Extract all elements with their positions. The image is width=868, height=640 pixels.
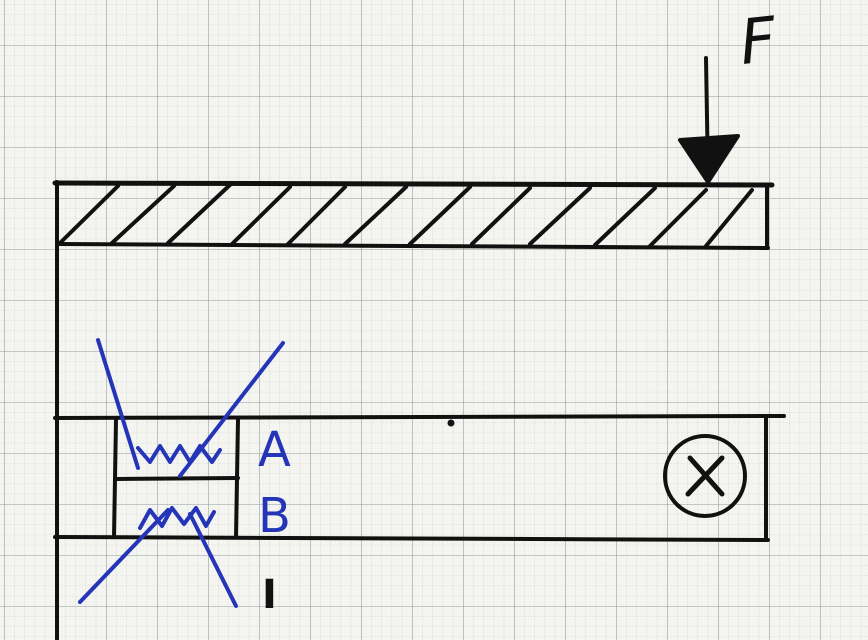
lower-rail bbox=[53, 414, 786, 542]
circle-x-symbol bbox=[663, 434, 747, 518]
ab-block bbox=[112, 418, 240, 539]
blue-springs bbox=[78, 338, 285, 608]
hatched-beam bbox=[52, 180, 775, 250]
label-bottom: I bbox=[262, 572, 277, 618]
label-b: B bbox=[258, 488, 291, 544]
label-a: A bbox=[258, 422, 291, 478]
force-arrow bbox=[678, 56, 740, 184]
ink-dot bbox=[447, 419, 455, 427]
